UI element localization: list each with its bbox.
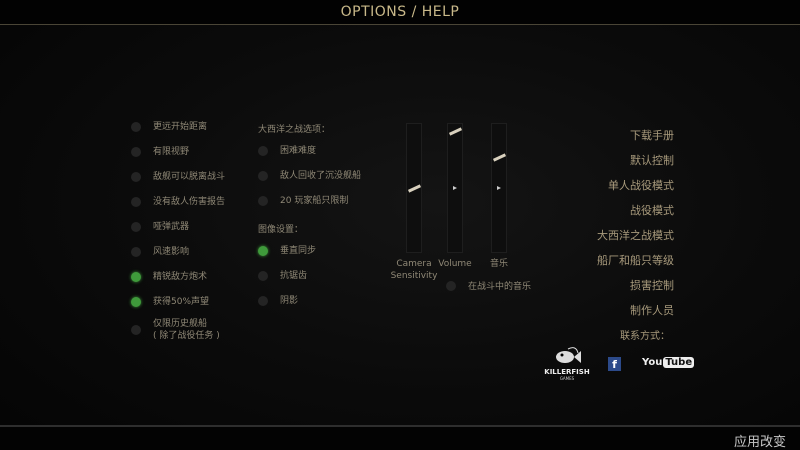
- slider-label: 音乐: [489, 259, 508, 269]
- graphics-settings-header: 图像设置：: [258, 225, 304, 235]
- youtube-you: You: [642, 357, 663, 368]
- option-label: 敌人回收了沉没舰船: [280, 171, 362, 181]
- slider-handle[interactable]: [407, 184, 422, 193]
- radio-button[interactable]: [131, 297, 141, 307]
- killerfish-text: KILLERFISH: [544, 368, 590, 376]
- option-toggle[interactable]: 垂直同步: [258, 245, 316, 257]
- radio-button[interactable]: [258, 146, 268, 156]
- option-toggle[interactable]: 仅限历史舰船( 除了战役任务 ): [131, 318, 220, 342]
- option-label: 仅限历史舰船( 除了战役任务 ): [153, 319, 220, 341]
- radio-button[interactable]: [258, 271, 268, 281]
- option-label: 有限视野: [153, 147, 190, 157]
- option-label: 获得50%声望: [153, 297, 210, 307]
- atlantic-options-header: 大西洋之战选项：: [258, 125, 331, 135]
- menu-item[interactable]: 单人战役模式: [608, 179, 674, 192]
- option-label: 垂直同步: [280, 246, 317, 256]
- menu-item[interactable]: 下载手册: [630, 129, 674, 142]
- radio-button[interactable]: [446, 280, 456, 291]
- option-toggle[interactable]: 风速影响: [131, 246, 189, 258]
- radio-button[interactable]: [258, 196, 268, 206]
- slider-1[interactable]: [447, 123, 463, 253]
- radio-button[interactable]: [131, 197, 141, 207]
- default-marker-icon: [453, 186, 457, 190]
- option-label: 抗锯齿: [280, 271, 308, 281]
- option-toggle[interactable]: 阴影: [258, 295, 298, 307]
- radio-button[interactable]: [131, 222, 141, 232]
- youtube-link[interactable]: You Tube: [642, 357, 695, 368]
- option-toggle[interactable]: 没有敌人伤害报告: [131, 196, 225, 208]
- page-title: OPTIONS / HELP: [340, 4, 460, 20]
- option-toggle[interactable]: 敌人回收了沉没舰船: [258, 170, 361, 182]
- option-toggle[interactable]: 获得50%声望: [131, 296, 209, 308]
- slider-handle[interactable]: [448, 127, 463, 136]
- option-toggle[interactable]: 哑弹武器: [131, 221, 189, 233]
- menu-item[interactable]: 船厂和船只等级: [597, 254, 674, 267]
- facebook-link[interactable]: f: [608, 357, 621, 371]
- option-label: 哑弹武器: [153, 222, 190, 232]
- bottom-bar: 应用改变: [0, 425, 800, 450]
- option-label: 没有敌人伤害报告: [153, 197, 226, 207]
- menu-item[interactable]: 大西洋之战模式: [597, 229, 674, 242]
- menu-item[interactable]: 战役模式: [630, 204, 674, 217]
- option-label: 阴影: [280, 296, 299, 306]
- option-label: 20 玩家船只限制: [280, 196, 349, 206]
- radio-button[interactable]: [258, 171, 268, 181]
- option-label: 敌舰可以脱离战斗: [153, 172, 226, 182]
- slider-2[interactable]: [491, 123, 507, 253]
- default-marker-icon: [497, 186, 501, 190]
- option-toggle[interactable]: 更远开始距离: [131, 121, 207, 133]
- radio-button[interactable]: [131, 122, 141, 132]
- facebook-icon: f: [612, 358, 617, 371]
- contact-label: 联系方式：: [620, 331, 670, 342]
- option-label: 精锐敌方炮术: [153, 272, 208, 282]
- option-toggle[interactable]: 敌舰可以脱离战斗: [131, 171, 225, 183]
- apply-changes-button[interactable]: 应用改变: [733, 435, 786, 450]
- option-toggle[interactable]: 困难难度: [258, 145, 316, 157]
- radio-button[interactable]: [131, 247, 141, 257]
- menu-item[interactable]: 默认控制: [630, 154, 674, 167]
- youtube-tube: Tube: [663, 357, 695, 368]
- option-label: 更远开始距离: [153, 122, 208, 132]
- menu-item[interactable]: 损害控制: [630, 279, 674, 292]
- radio-button[interactable]: [258, 296, 268, 306]
- radio-button[interactable]: [258, 246, 268, 256]
- radio-button[interactable]: [131, 172, 141, 182]
- slider-handle[interactable]: [492, 152, 507, 162]
- option-toggle[interactable]: 有限视野: [131, 146, 189, 158]
- radio-button[interactable]: [131, 272, 141, 282]
- option-toggle[interactable]: 20 玩家船只限制: [258, 195, 348, 207]
- title-bar: OPTIONS / HELP: [0, 0, 800, 25]
- option-toggle[interactable]: 抗锯齿: [258, 270, 307, 282]
- option-toggle[interactable]: 精锐敌方炮术: [131, 271, 207, 283]
- killerfish-sub: GAMES: [559, 376, 575, 381]
- option-label: 在战斗中的音乐: [468, 282, 532, 292]
- menu-item[interactable]: 制作人员: [630, 304, 674, 317]
- slider-0[interactable]: [406, 123, 422, 253]
- radio-button[interactable]: [131, 325, 141, 335]
- option-label: 困难难度: [280, 146, 317, 156]
- killerfish-logo-link[interactable]: KILLERFISH GAMES: [541, 347, 593, 381]
- option-label: 风速影响: [153, 247, 190, 257]
- slider-label: Volume: [438, 259, 472, 269]
- battle-music-toggle[interactable]: 在战斗中的音乐: [446, 279, 531, 292]
- killerfish-fish-icon: [556, 347, 581, 363]
- radio-button[interactable]: [131, 147, 141, 157]
